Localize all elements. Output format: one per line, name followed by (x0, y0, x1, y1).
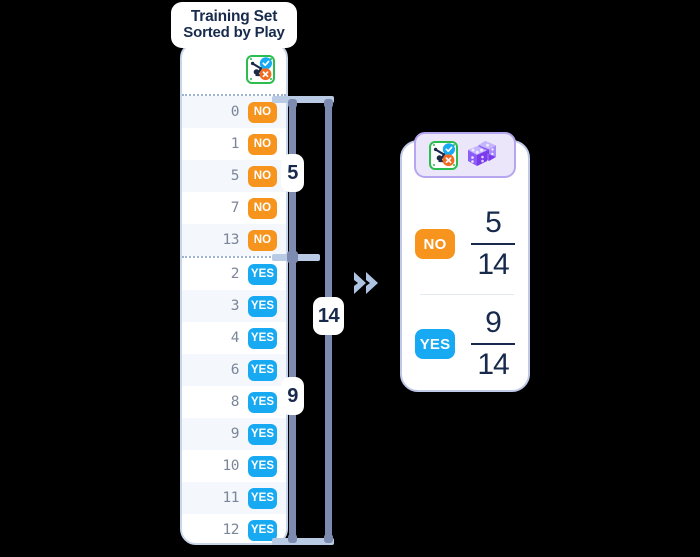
row-label-badge: YES (248, 455, 277, 477)
table-row[interactable]: 3 YES (182, 290, 286, 322)
status-badge-yes: YES (415, 329, 455, 359)
bracket-knob-outer-top (324, 99, 333, 108)
row-label-badge: YES (248, 295, 277, 317)
status-badge-no: NO (415, 229, 455, 259)
row-index: 7 (230, 200, 240, 216)
fraction-no-bar (471, 243, 515, 245)
row-label-badge: YES (248, 359, 277, 381)
row-index: 11 (222, 490, 240, 506)
group-divider (182, 256, 286, 258)
table-row[interactable]: 9 YES (182, 418, 286, 450)
table-row[interactable]: 12 YES (182, 514, 286, 543)
training-set-header (182, 44, 286, 94)
bracket-cap-top-inner (272, 96, 334, 103)
fraction-yes-numerator: 9 (485, 306, 502, 339)
page-title: Training Set Sorted by Play (171, 2, 297, 48)
probability-panel-header (414, 132, 516, 178)
table-row[interactable]: 13 NO (182, 224, 286, 256)
row-index: 9 (230, 426, 240, 442)
dice-icon (465, 137, 501, 174)
row-index: 8 (230, 394, 240, 410)
row-index: 2 (230, 266, 240, 282)
row-index: 3 (230, 298, 240, 314)
table-row[interactable]: 11 YES (182, 482, 286, 514)
probability-row-yes: YES 9 14 (402, 294, 528, 394)
row-label-badge: YES (248, 423, 277, 445)
fraction-yes: 9 14 (471, 308, 515, 380)
row-index: 10 (222, 458, 240, 474)
probability-divider (420, 294, 514, 295)
bracket-knob-outer-bottom (324, 534, 333, 543)
row-label-badge: YES (248, 327, 277, 349)
fraction-no: 5 14 (471, 208, 515, 280)
bracket-knob-inner-mid (287, 251, 298, 263)
fraction-yes-bar (471, 343, 515, 345)
fraction-yes-denominator: 14 (477, 348, 509, 381)
row-index: 0 (230, 104, 240, 120)
table-row[interactable]: 4 YES (182, 322, 286, 354)
fraction-no-denominator: 14 (477, 248, 509, 281)
row-label-badge: YES (248, 519, 277, 541)
table-row[interactable]: 2 YES (182, 258, 286, 290)
row-index: 13 (222, 232, 240, 248)
table-row[interactable]: 0 NO (182, 96, 286, 128)
row-index: 12 (222, 522, 240, 538)
table-row[interactable]: 6 YES (182, 354, 286, 386)
row-index: 1 (230, 136, 240, 152)
double-chevron-right-icon (352, 268, 384, 298)
row-label-badge: YES (248, 487, 277, 509)
table-row[interactable]: 5 NO (182, 160, 286, 192)
row-label-badge: NO (248, 229, 277, 251)
table-row[interactable]: 1 NO (182, 128, 286, 160)
row-label-badge: NO (248, 101, 277, 123)
fraction-no-numerator: 5 (485, 206, 502, 239)
row-label-badge: NO (248, 197, 277, 219)
row-label-badge: NO (248, 133, 277, 155)
classifier-icon (429, 140, 458, 170)
row-label-badge: YES (248, 391, 277, 413)
bracket-label-no-count: 5 (281, 154, 304, 192)
row-label-badge: NO (248, 165, 277, 187)
bracket-label-yes-count: 9 (281, 377, 304, 415)
classifier-icon (246, 54, 275, 84)
bracket-cap-bottom (272, 538, 334, 545)
bracket-label-total-count: 14 (313, 297, 344, 335)
probability-row-no: NO 5 14 (402, 194, 528, 294)
row-label-badge: YES (248, 263, 277, 285)
table-row[interactable]: 8 YES (182, 386, 286, 418)
table-row[interactable]: 7 NO (182, 192, 286, 224)
table-row[interactable]: 10 YES (182, 450, 286, 482)
row-index: 5 (230, 168, 240, 184)
probability-panel: NO 5 14 YES 9 14 (400, 140, 530, 392)
title-line-1: Training Set (190, 7, 278, 25)
bracket-line-inner (289, 100, 296, 542)
row-index: 6 (230, 362, 240, 378)
bracket-knob-inner-bottom (288, 534, 297, 543)
bracket-knob-inner-top (288, 99, 297, 108)
title-line-2: Sorted by Play (183, 24, 285, 42)
row-index: 4 (230, 330, 240, 346)
header-divider (182, 94, 286, 96)
